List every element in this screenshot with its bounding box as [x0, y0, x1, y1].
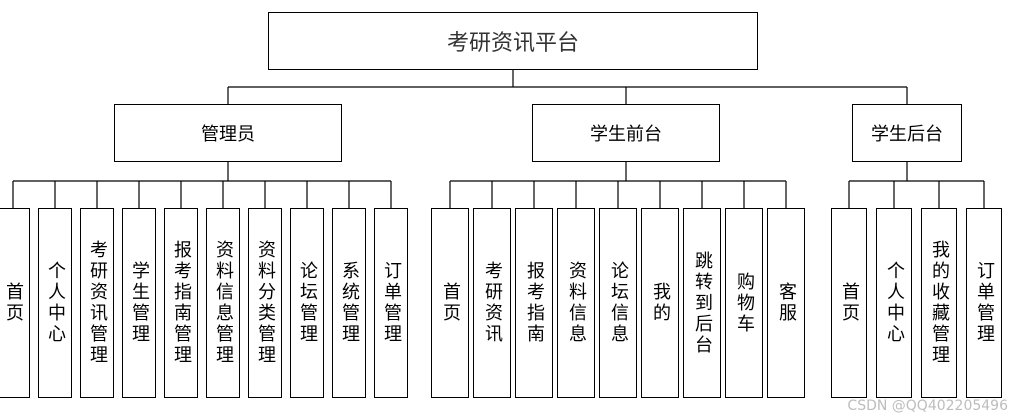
leaf-node-1-4-label: 论坛信息 — [608, 261, 629, 345]
leaf-node-1-8-label: 客服 — [776, 282, 797, 324]
leaf-node-0-6: 资料分类管理 — [248, 208, 282, 398]
leaf-node-0-8: 系统管理 — [332, 208, 366, 398]
leaf-node-1-5: 我的 — [641, 208, 679, 398]
leaf-node-0-5-label: 资料信息管理 — [213, 240, 234, 366]
leaf-node-0-4-label: 报考指南管理 — [171, 240, 192, 366]
root-node: 考研资讯平台 — [268, 12, 758, 70]
leaf-node-1-0: 首页 — [431, 208, 469, 398]
branch-node-2: 学生后台 — [852, 104, 962, 162]
leaf-node-1-2-label: 报考指南 — [524, 261, 545, 345]
leaf-node-2-2: 我的收藏管理 — [921, 208, 957, 398]
branch-node-1-label: 学生前台 — [590, 124, 662, 145]
leaf-node-0-1: 个人中心 — [38, 208, 72, 398]
branch-node-0-label: 管理员 — [201, 124, 255, 145]
leaf-node-1-8: 客服 — [767, 208, 805, 398]
leaf-node-0-9-label: 订单管理 — [381, 261, 402, 345]
leaf-node-1-4: 论坛信息 — [599, 208, 637, 398]
leaf-node-0-7-label: 论坛管理 — [297, 261, 318, 345]
leaf-node-2-1: 个人中心 — [876, 208, 912, 398]
leaf-node-0-8-label: 系统管理 — [339, 261, 360, 345]
leaf-node-1-6-label: 跳转到后台 — [692, 250, 713, 356]
leaf-node-0-5: 资料信息管理 — [206, 208, 240, 398]
leaf-node-0-6-label: 资料分类管理 — [255, 240, 276, 366]
leaf-node-2-1-label: 个人中心 — [884, 261, 905, 345]
leaf-node-1-3: 资料信息 — [557, 208, 595, 398]
leaf-node-1-3-label: 资料信息 — [566, 261, 587, 345]
leaf-node-0-2: 考研资讯管理 — [80, 208, 114, 398]
watermark: CSDN @QQ402205496 — [847, 398, 1008, 414]
leaf-node-1-2: 报考指南 — [515, 208, 553, 398]
leaf-node-1-5-label: 我的 — [650, 282, 671, 324]
leaf-node-1-6: 跳转到后台 — [683, 208, 721, 398]
root-node-label: 考研资讯平台 — [446, 31, 579, 56]
leaf-node-0-9: 订单管理 — [374, 208, 408, 398]
leaf-node-0-3: 学生管理 — [122, 208, 156, 398]
leaf-node-0-2-label: 考研资讯管理 — [87, 240, 108, 366]
leaf-node-1-1: 考研资讯 — [473, 208, 511, 398]
branch-node-2-label: 学生后台 — [871, 124, 943, 145]
leaf-node-2-0: 首页 — [831, 208, 867, 398]
branch-node-1: 学生前台 — [532, 104, 720, 162]
leaf-node-0-3-label: 学生管理 — [129, 261, 150, 345]
leaf-node-0-0: 首页 — [0, 208, 30, 398]
leaf-node-0-0-label: 首页 — [3, 282, 24, 324]
leaf-node-0-7: 论坛管理 — [290, 208, 324, 398]
leaf-node-1-7-label: 购物车 — [734, 271, 755, 335]
leaf-node-2-0-label: 首页 — [839, 282, 860, 324]
leaf-node-0-4: 报考指南管理 — [164, 208, 198, 398]
leaf-node-2-3-label: 订单管理 — [974, 261, 995, 345]
leaf-node-1-1-label: 考研资讯 — [482, 261, 503, 345]
leaf-node-1-0-label: 首页 — [440, 282, 461, 324]
leaf-node-0-1-label: 个人中心 — [45, 261, 66, 345]
branch-node-0: 管理员 — [114, 104, 342, 162]
leaf-node-2-2-label: 我的收藏管理 — [929, 240, 950, 366]
leaf-node-1-7: 购物车 — [725, 208, 763, 398]
leaf-node-2-3: 订单管理 — [966, 208, 1002, 398]
